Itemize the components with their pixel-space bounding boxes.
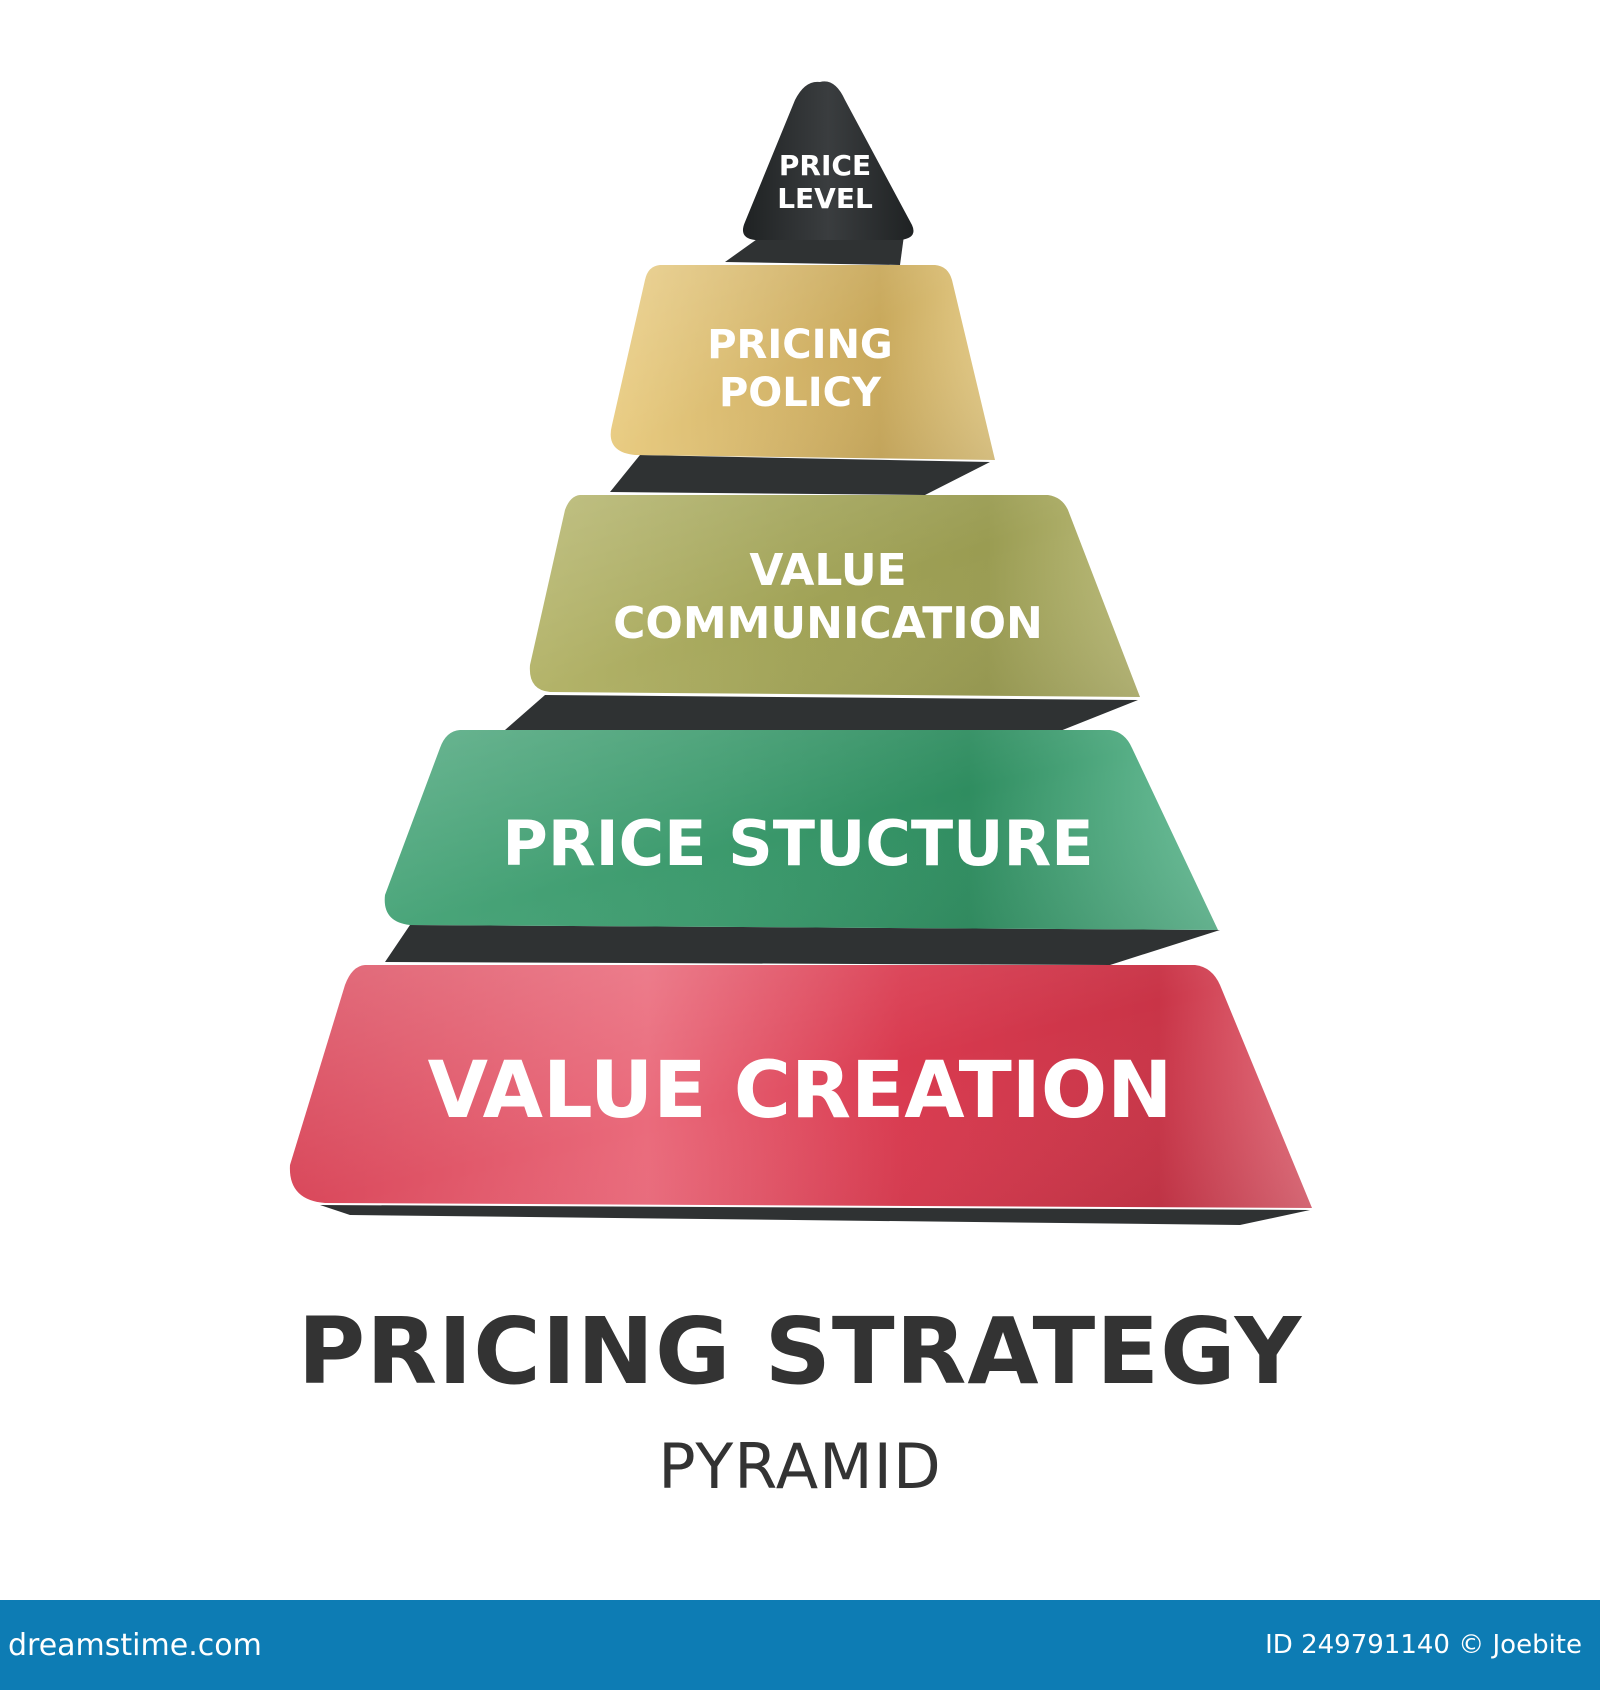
tier-3-label-line-1: VALUE [749, 545, 906, 596]
footer-bar: dreamstime.com ID 249791140 © Joebite [0, 1600, 1600, 1690]
tier-2-label-line-1: PRICING [707, 322, 893, 368]
tier-3-label-line-2: COMMUNICATION [613, 598, 1043, 649]
image-id-credit: ID 249791140 © Joebite [1265, 1630, 1582, 1660]
page-subtitle: PYRAMID [658, 1430, 942, 1503]
tier-4-label: PRICE STUCTURE [502, 807, 1093, 880]
connector-shadow-2 [610, 455, 990, 495]
tier-1-shape [742, 81, 914, 240]
connector-shadow-3 [505, 695, 1138, 735]
tier-2-label-line-2: POLICY [719, 370, 882, 416]
brand-logo[interactable]: dreamstime.com [8, 1628, 262, 1663]
page-title: PRICING STRATEGY [297, 1298, 1303, 1405]
pricing-pyramid: PRICE LEVEL PRICING POLICY VALUE COMMUNI… [289, 81, 1312, 1225]
tier-1-label-line-2: LEVEL [777, 182, 873, 215]
tier-5-label: VALUE CREATION [428, 1046, 1173, 1136]
connector-shadow-5 [320, 1205, 1310, 1225]
connector-shadow-4 [385, 925, 1220, 965]
tier-1-label-line-1: PRICE [779, 149, 871, 182]
